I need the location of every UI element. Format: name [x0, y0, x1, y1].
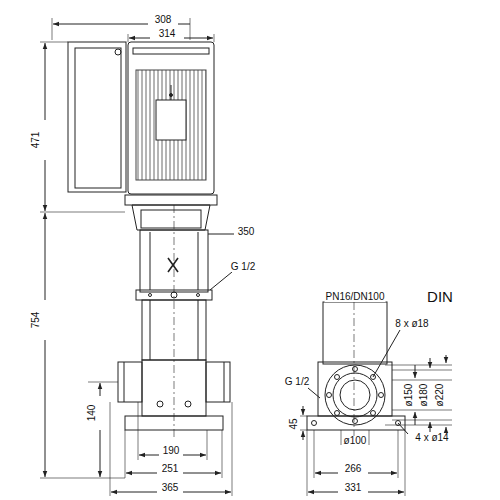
dimension-label: 331 [344, 483, 363, 493]
side-foot [307, 416, 405, 430]
dimension-label: 266 [344, 464, 363, 474]
motor [128, 42, 214, 194]
standard-label: DIN [426, 289, 454, 304]
hole-label: 8 x ø18 [394, 319, 429, 329]
terminal-box [68, 42, 126, 192]
diameter-label: ø100 [343, 436, 368, 446]
inlet-flange [118, 362, 142, 402]
thread-label: G 1/2 [284, 377, 310, 387]
dimension-label: 251 [161, 464, 180, 474]
diameter-label: ø220 [435, 383, 445, 408]
thread-label: G 1/2 [230, 262, 256, 272]
diameter-label: ø180 [419, 383, 429, 408]
flange-label: PN16/DN100 [325, 292, 386, 302]
side-sleeve [323, 302, 387, 364]
dimension-label: 365 [161, 483, 180, 493]
dimension-label: 471 [31, 131, 41, 150]
motor-stool [125, 195, 217, 205]
dimension-label: 350 [237, 227, 256, 237]
dimension-label: 754 [31, 311, 41, 330]
diameter-label: ø150 [404, 383, 414, 408]
hole-label: 4 x ø14 [414, 433, 449, 443]
dimension-label: 314 [158, 29, 177, 39]
side-base [318, 362, 392, 416]
dimension-label: 140 [87, 404, 97, 423]
dimension-label: 308 [154, 15, 173, 25]
outlet-flange [206, 362, 230, 402]
dimension-label: 190 [162, 446, 181, 456]
dimension-label: 45 [289, 417, 299, 430]
